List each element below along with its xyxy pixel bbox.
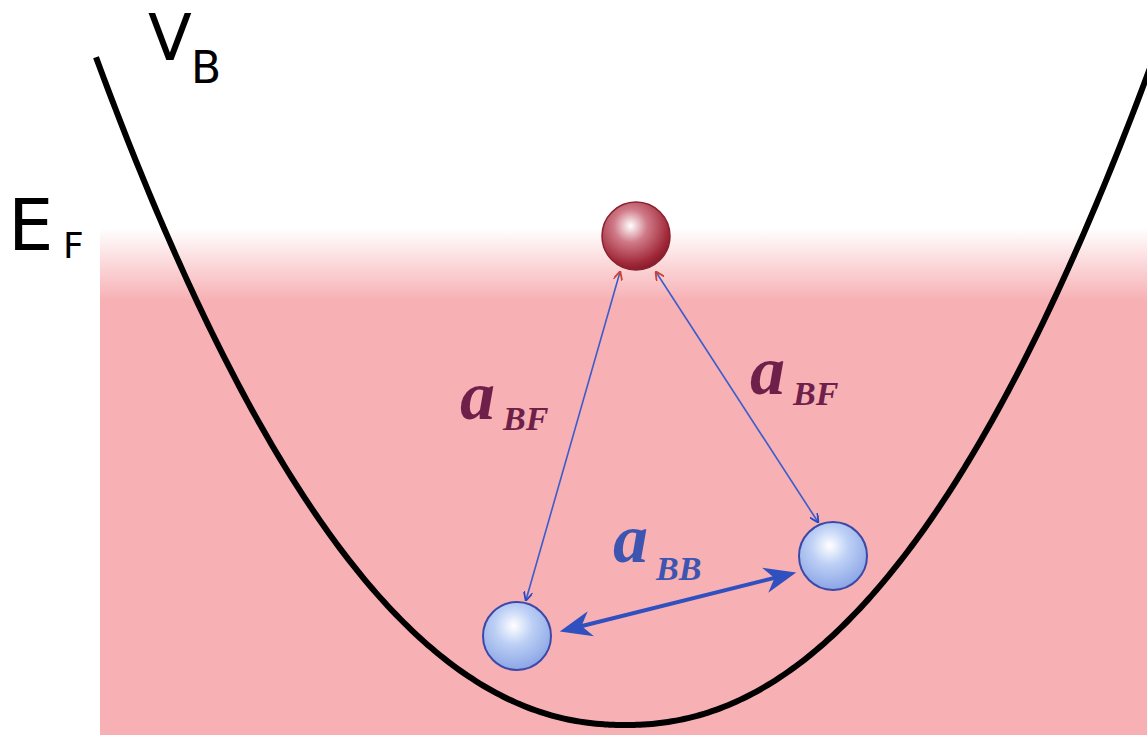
scattering-length-subscript: BB — [656, 552, 701, 586]
trap-potential — [96, 57, 1147, 725]
boson-sphere — [483, 602, 551, 670]
potential-subscript: B — [191, 46, 221, 90]
potential-symbol: V — [148, 6, 192, 70]
scattering-length-symbol: a — [750, 336, 785, 406]
fermi-sea — [100, 300, 1147, 735]
fermion-sphere — [602, 202, 670, 270]
scattering-length-subscript: BF — [503, 402, 548, 436]
scattering-length-symbol: a — [613, 504, 648, 574]
scattering-length-symbol: a — [460, 361, 495, 431]
boson-sphere — [799, 522, 867, 590]
scattering-length-subscript: BF — [793, 377, 838, 411]
fermi-energy-symbol: E — [8, 189, 54, 261]
fermi-energy-subscript: F — [63, 228, 84, 264]
